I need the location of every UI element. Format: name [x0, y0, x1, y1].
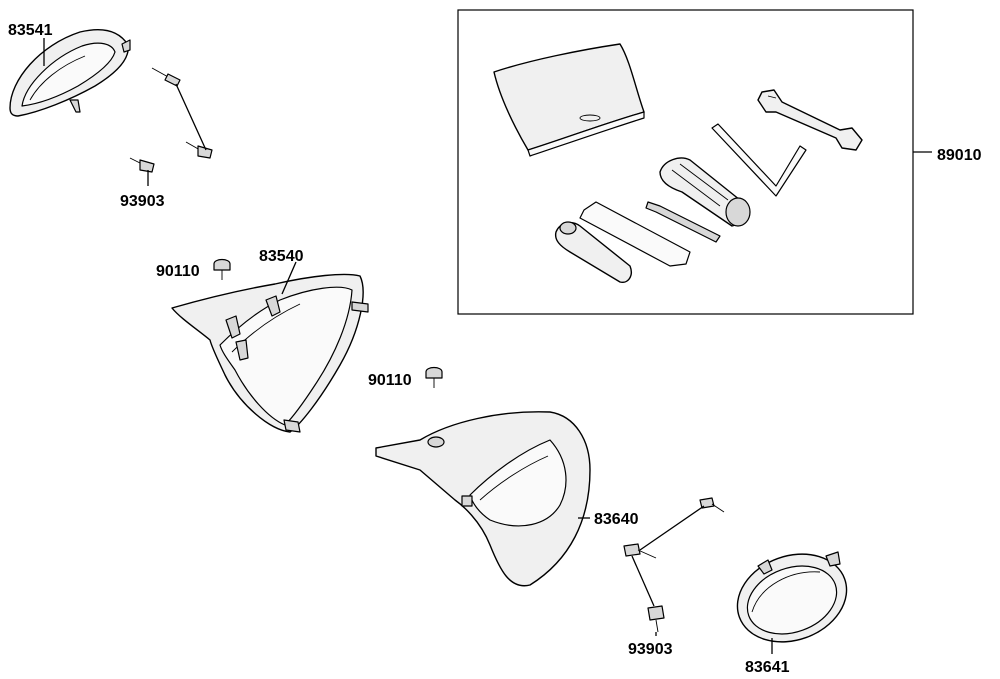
part-83541-cover	[9, 28, 131, 117]
screw-93903-bottom-2	[623, 543, 657, 559]
screw-93903-top-2	[185, 141, 213, 159]
screw-93903-bottom-1	[699, 497, 725, 513]
tool-bag	[493, 43, 645, 157]
screw-90110-b	[425, 366, 443, 388]
label-90110-b: 90110	[368, 372, 412, 389]
toolkit-frame	[457, 9, 932, 315]
tool-screwdriver-bit	[645, 201, 721, 243]
leader-83540	[281, 261, 297, 295]
leader-screw-link-top	[175, 83, 207, 151]
label-93903-bottom: 93903	[628, 641, 673, 658]
tool-spark-plug-wrench	[554, 221, 632, 283]
label-83640: 83640	[594, 511, 639, 528]
tool-screwdriver-handle	[659, 157, 751, 227]
screw-93903-top-1	[151, 67, 181, 87]
part-83641-oval-cover	[736, 551, 848, 643]
screw-93903-bottom-3	[647, 605, 665, 633]
label-90110-a: 90110	[156, 263, 200, 280]
leader-screw-link-bottom-1	[639, 505, 705, 551]
tool-bar	[579, 201, 691, 267]
label-83541: 83541	[8, 22, 53, 39]
part-83540-inner-panel	[171, 273, 369, 433]
tool-hex-key	[711, 123, 807, 197]
screw-90110-a	[213, 258, 231, 280]
leader-screw-link-bottom-2	[631, 555, 655, 607]
label-93903-top: 93903	[120, 193, 165, 210]
label-89010: 89010	[937, 147, 982, 164]
label-83641: 83641	[745, 659, 790, 676]
part-83640-front-cover	[375, 411, 591, 587]
label-83540: 83540	[259, 248, 304, 265]
tool-wrench	[757, 89, 863, 151]
screw-93903-top-3	[129, 157, 155, 173]
